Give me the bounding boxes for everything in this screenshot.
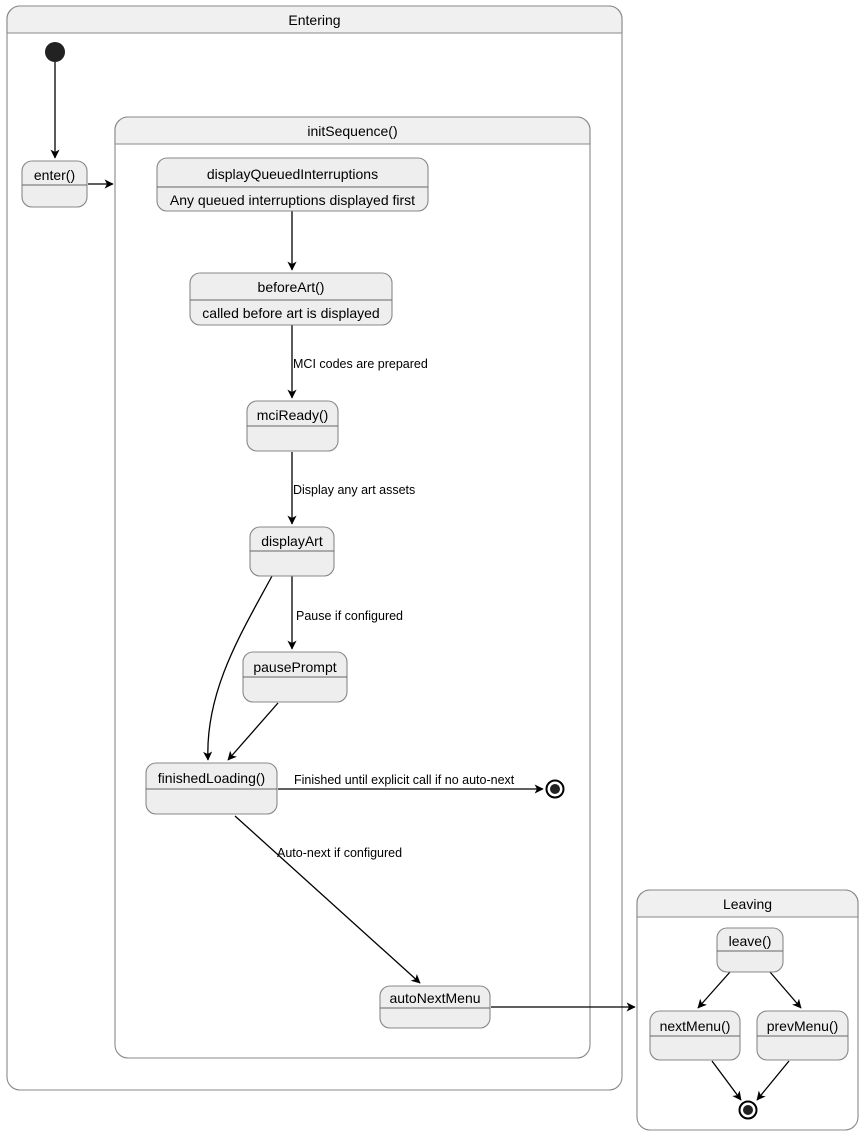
transition-leave-to-nextmenu bbox=[697, 971, 731, 1009]
pseudostate-final-leaving bbox=[738, 1100, 758, 1120]
state-title-auto-next-menu: autoNextMenu bbox=[389, 990, 480, 1006]
transition-finishedloading-to-autonextmenu bbox=[234, 815, 421, 984]
transition-displayart-to-finishedloading bbox=[203, 575, 273, 761]
state-title-mci-ready: mciReady() bbox=[257, 407, 329, 423]
transition-labels: MCI codes are prepared Display any art a… bbox=[277, 357, 515, 860]
composite-title-initsequence: initSequence() bbox=[307, 123, 397, 139]
transition-leave-to-prevmenu bbox=[769, 971, 802, 1009]
state-title-display-queued-interruptions: displayQueuedInterruptions bbox=[207, 166, 378, 182]
transition-label-auto-next-if-configured: Auto-next if configured bbox=[277, 846, 402, 860]
state-display-art[interactable]: displayArt bbox=[249, 526, 335, 577]
state-title-pause-prompt: pausePrompt bbox=[253, 659, 336, 675]
composite-leaving: Leaving bbox=[636, 889, 859, 1131]
composite-initsequence: initSequence() bbox=[114, 116, 591, 1059]
state-title-next-menu: nextMenu() bbox=[660, 1018, 731, 1034]
state-prev-menu[interactable]: prevMenu() bbox=[756, 1010, 849, 1061]
state-title-prev-menu: prevMenu() bbox=[767, 1018, 839, 1034]
state-finished-loading[interactable]: finishedLoading() bbox=[145, 762, 278, 815]
transition-label-pause-if-configured: Pause if configured bbox=[296, 609, 403, 623]
state-title-enter: enter() bbox=[34, 167, 75, 183]
transition-prevmenu-to-final bbox=[756, 1060, 790, 1101]
state-enter[interactable]: enter() bbox=[21, 160, 88, 208]
transition-pauseprompt-to-finishedloading bbox=[227, 702, 279, 761]
state-title-leave: leave() bbox=[729, 933, 772, 949]
state-title-before-art: beforeArt() bbox=[258, 279, 325, 295]
state-leave[interactable]: leave() bbox=[716, 927, 784, 973]
state-title-display-art: displayArt bbox=[261, 533, 323, 549]
transition-label-finished-until-explicit-call: Finished until explicit call if no auto-… bbox=[294, 773, 515, 787]
composite-title-leaving: Leaving bbox=[723, 896, 772, 912]
transition-label-display-art-assets: Display any art assets bbox=[293, 483, 415, 497]
state-display-queued-interruptions[interactable]: displayQueuedInterruptions Any queued in… bbox=[156, 157, 429, 212]
state-next-menu[interactable]: nextMenu() bbox=[649, 1010, 741, 1061]
transition-label-mci-codes: MCI codes are prepared bbox=[293, 357, 428, 371]
state-body-display-queued-interruptions: Any queued interruptions displayed first bbox=[170, 192, 415, 208]
state-title-finished-loading: finishedLoading() bbox=[158, 770, 265, 786]
transition-nextmenu-to-final bbox=[711, 1060, 742, 1101]
state-mci-ready[interactable]: mciReady() bbox=[246, 400, 339, 452]
pseudostate-final-initsequence bbox=[545, 779, 565, 799]
state-before-art[interactable]: beforeArt() called before art is display… bbox=[189, 272, 393, 326]
state-body-before-art: called before art is displayed bbox=[202, 305, 379, 321]
state-auto-next-menu[interactable]: autoNextMenu bbox=[379, 985, 491, 1029]
transitions bbox=[50, 62, 802, 1101]
pseudostate-initial-entering bbox=[45, 42, 65, 62]
composite-title-entering: Entering bbox=[288, 12, 340, 28]
state-pause-prompt[interactable]: pausePrompt bbox=[242, 651, 348, 703]
